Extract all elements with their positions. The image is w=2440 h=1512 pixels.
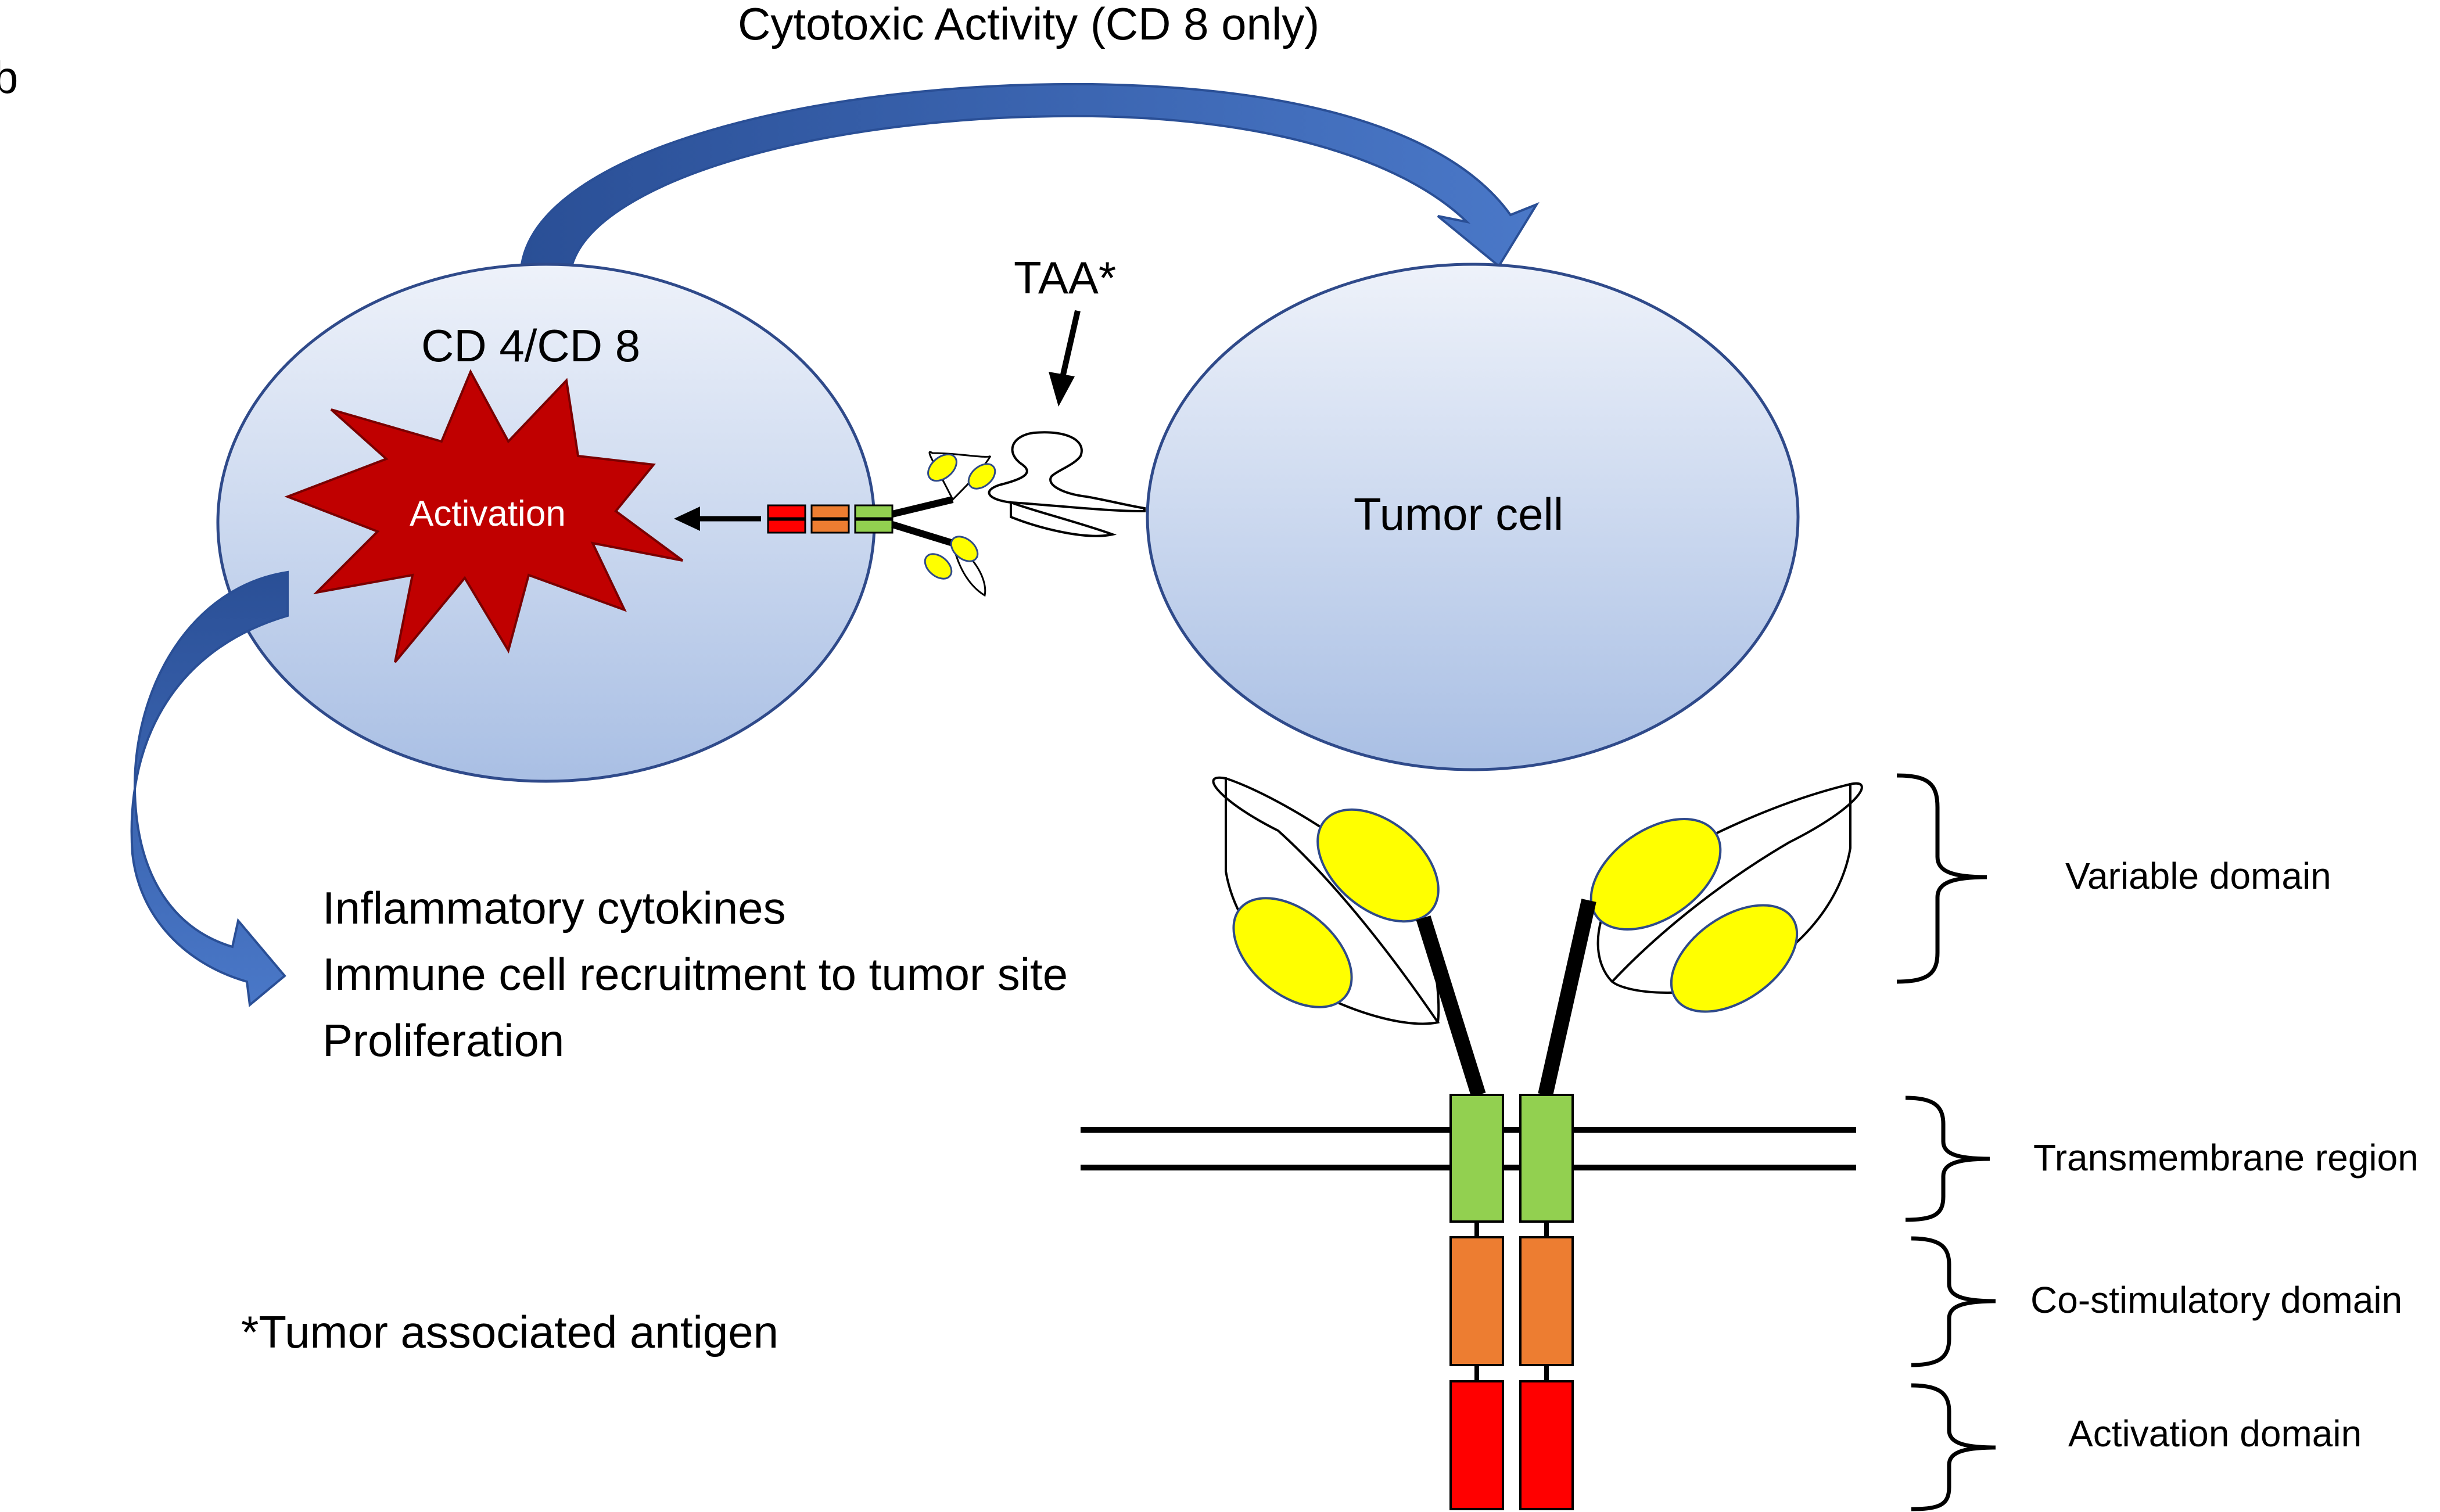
car-receptor-small xyxy=(767,451,996,597)
domain-label: Transmembrane region xyxy=(2033,1137,2419,1179)
outcome-item: Inflammatory cytokines xyxy=(322,882,786,933)
tumor-cell xyxy=(1146,263,1800,771)
outcome-item: Proliferation xyxy=(322,1015,564,1066)
brace-costimulatory xyxy=(1911,1236,1996,1367)
brace-variable xyxy=(1896,773,1987,984)
outcome-item: Immune cell recruitment to tumor site xyxy=(322,949,1068,1000)
domain-label: Variable domain xyxy=(2065,855,2331,897)
domain-label: Co-stimulatory domain xyxy=(2030,1279,2402,1321)
cytotoxic-activity-label: Cytotoxic Activity (CD 8 only) xyxy=(738,0,1319,49)
taa-label: TAA* xyxy=(1014,252,1116,303)
panel-label: b xyxy=(0,52,18,103)
activation-starburst xyxy=(284,369,684,663)
tumor-cell-label: Tumor cell xyxy=(1354,489,1563,540)
domain-label: Activation domain xyxy=(2068,1413,2362,1454)
signal-arrow xyxy=(674,507,761,531)
cytotoxic-arrow xyxy=(520,82,1540,268)
t-cell-label: CD 4/CD 8 xyxy=(421,320,640,371)
footnote: *Tumor associated antigen xyxy=(241,1306,778,1357)
car-receptor-detail xyxy=(1081,776,1863,1510)
outcome-arrow xyxy=(130,570,289,1007)
brace-activation xyxy=(1911,1383,1996,1511)
activation-label: Activation xyxy=(410,494,566,534)
taa-arrow xyxy=(1049,310,1081,407)
brace-transmembrane xyxy=(1905,1096,1990,1222)
tumor-antigen xyxy=(988,431,1146,537)
